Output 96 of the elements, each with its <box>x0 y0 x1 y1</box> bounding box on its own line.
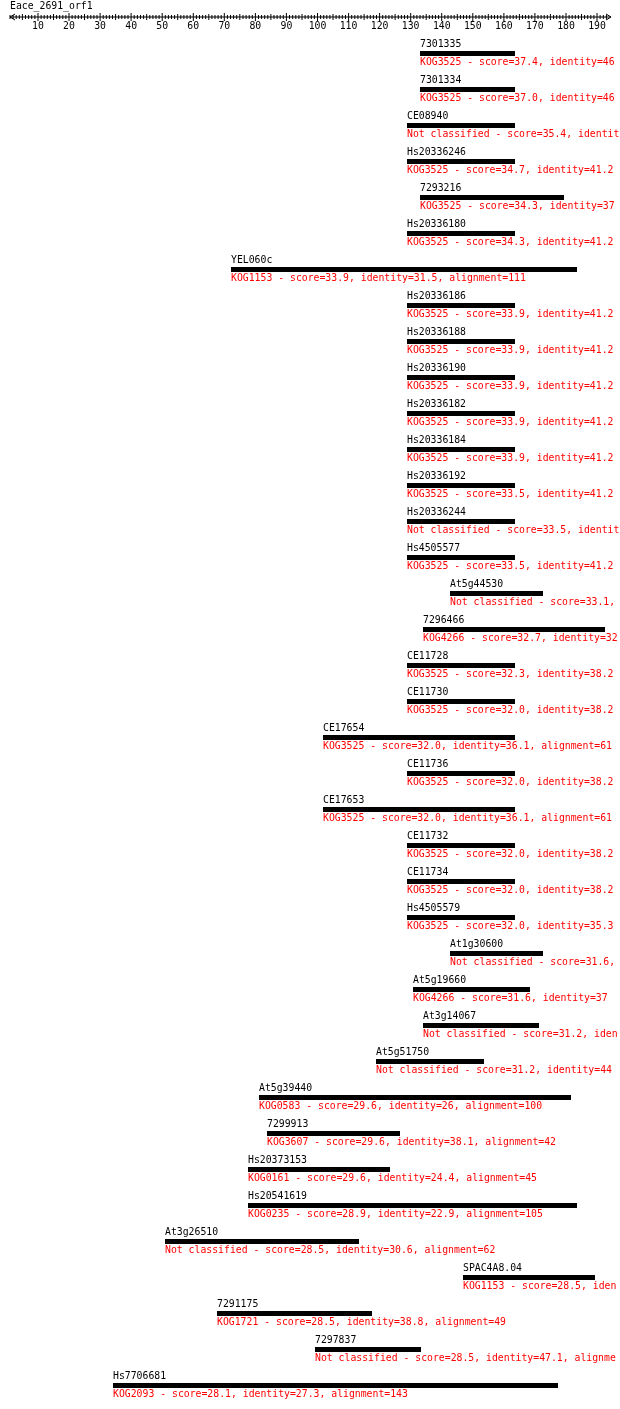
tick-label: 30 <box>94 20 106 32</box>
hit-annotation: KOG2093 - score=28.1, identity=27.3, alignment=143 <box>113 1388 408 1400</box>
hit-name: At3g26510 <box>165 1226 219 1238</box>
tick-label: 140 <box>432 20 451 32</box>
hit-annotation: KOG3525 - score=37.4, identity=46 <box>420 56 615 68</box>
hit-annotation: KOG0583 - score=29.6, identity=26, alignment=100 <box>259 1100 543 1112</box>
hit-name: At1g30600 <box>450 938 504 950</box>
tick-label: 100 <box>308 20 327 32</box>
hit-name: Hs7706681 <box>113 1370 167 1382</box>
hit-annotation: KOG3525 - score=34.3, identity=37 <box>420 200 615 212</box>
hit-name: Hs20336186 <box>407 290 466 302</box>
hit-annotation: Not classified - score=31.2, identity=44 <box>376 1064 612 1076</box>
tick-label: 20 <box>63 20 75 32</box>
hit-annotation: KOG3525 - score=34.3, identity=41.2 <box>407 236 614 248</box>
tick-label: 170 <box>526 20 544 32</box>
hit-annotation: KOG3525 - score=32.0, identity=38.2 <box>407 776 614 788</box>
hit-name: At5g51750 <box>376 1046 430 1058</box>
tick-label: 180 <box>557 20 575 32</box>
hit-name: Hs20336182 <box>407 398 466 410</box>
tick-label: 40 <box>125 20 138 32</box>
hit-annotation: KOG4266 - score=32.7, identity=32 <box>423 632 618 644</box>
tick-label: 150 <box>463 20 482 32</box>
hit-annotation: Not classified - score=31.2, iden <box>423 1028 618 1040</box>
hit-annotation: KOG3525 - score=33.9, identity=41.2 <box>407 344 614 356</box>
hit-annotation: Not classified - score=28.5, identity=30.6, alignment=62 <box>165 1244 496 1256</box>
hit-name: 7301334 <box>420 74 462 86</box>
hit-annotation: Not classified - score=33.1, <box>450 596 616 608</box>
hit-name: At5g19660 <box>413 974 467 986</box>
hit-annotation: KOG3525 - score=33.5, identity=41.2 <box>407 560 614 572</box>
hit-annotation: Not classified - score=28.5, identity=47.1, alignme <box>315 1352 616 1364</box>
hit-annotation: KOG3525 - score=32.0, identity=38.2 <box>407 848 614 860</box>
hit-name: Hs4505579 <box>407 902 461 914</box>
hit-name: Hs20336188 <box>407 326 466 338</box>
hit-name: At5g44530 <box>450 578 504 590</box>
hit-name: CE11736 <box>407 758 449 770</box>
hit-name: 7291175 <box>217 1298 259 1310</box>
hit-annotation: KOG3525 - score=33.9, identity=41.2 <box>407 308 614 320</box>
hit-annotation: KOG1721 - score=28.5, identity=38.8, alignment=49 <box>217 1316 506 1328</box>
hit-annotation: KOG3525 - score=32.0, identity=36.1, alignment=61 <box>323 740 612 752</box>
hit-annotation: Not classified - score=35.4, identit <box>407 128 620 140</box>
hit-name: Hs20373153 <box>248 1154 307 1166</box>
hit-name: CE08940 <box>407 110 449 122</box>
tick-label: 50 <box>156 20 169 32</box>
hit-annotation: KOG3607 - score=29.6, identity=38.1, alignment=42 <box>267 1136 556 1148</box>
tick-label: 60 <box>187 20 200 32</box>
hit-annotation: KOG3525 - score=33.5, identity=41.2 <box>407 488 614 500</box>
hit-name: CE11728 <box>407 650 449 662</box>
hit-name: 7293216 <box>420 182 462 194</box>
hit-annotation: KOG3525 - score=34.7, identity=41.2 <box>407 164 614 176</box>
hit-name: CE17654 <box>323 722 365 734</box>
hit-annotation: Not classified - score=33.5, identit <box>407 524 620 536</box>
hit-name: Hs20336190 <box>407 362 466 374</box>
hit-name: Hs20336244 <box>407 506 466 518</box>
hit-annotation: KOG1153 - score=28.5, iden <box>463 1280 617 1292</box>
hit-name: CE11730 <box>407 686 449 698</box>
hit-name: 7301335 <box>420 38 462 50</box>
hit-name: At3g14067 <box>423 1010 477 1022</box>
sequence-title: Eace_2691_orf1 <box>10 0 93 12</box>
tick-label: 110 <box>339 20 358 32</box>
hit-name: Hs20336192 <box>407 470 466 482</box>
tick-label: 70 <box>218 20 231 32</box>
tick-label: 10 <box>32 20 44 32</box>
hit-annotation: KOG3525 - score=33.9, identity=41.2 <box>407 380 614 392</box>
hit-name: Hs20541619 <box>248 1190 307 1202</box>
hit-annotation: KOG3525 - score=32.3, identity=38.2 <box>407 668 614 680</box>
tick-label: 130 <box>401 20 420 32</box>
hit-name: Hs20336180 <box>407 218 466 230</box>
hit-annotation: KOG3525 - score=33.9, identity=41.2 <box>407 452 614 464</box>
hit-annotation: KOG3525 - score=32.0, identity=38.2 <box>407 884 614 896</box>
tick-label: 80 <box>249 20 262 32</box>
hit-name: Hs20336184 <box>407 434 466 446</box>
hit-name: 7297837 <box>315 1334 357 1346</box>
tick-label: 190 <box>588 20 606 32</box>
hit-name: CE17653 <box>323 794 365 806</box>
hit-name: 7296466 <box>423 614 465 626</box>
hit-annotation: KOG3525 - score=32.0, identity=38.2 <box>407 704 614 716</box>
hit-name: SPAC4A8.04 <box>463 1262 522 1274</box>
hit-annotation: Not classified - score=31.6, <box>450 956 616 968</box>
hit-name: Hs20336246 <box>407 146 466 158</box>
hit-name: Hs4505577 <box>407 542 461 554</box>
hit-annotation: KOG3525 - score=32.0, identity=36.1, alignment=61 <box>323 812 612 824</box>
hit-annotation: KOG0161 - score=29.6, identity=24.4, alignment=45 <box>248 1172 537 1184</box>
hit-annotation: KOG0235 - score=28.9, identity=22.9, alignment=105 <box>248 1208 543 1220</box>
hit-name: At5g39440 <box>259 1082 313 1094</box>
hit-name: YEL060c <box>231 254 273 266</box>
hit-name: 7299913 <box>267 1118 309 1130</box>
hit-annotation: KOG4266 - score=31.6, identity=37 <box>413 992 608 1004</box>
tick-label: 90 <box>280 20 293 32</box>
hit-name: CE11734 <box>407 866 449 878</box>
hit-annotation: KOG3525 - score=33.9, identity=41.2 <box>407 416 614 428</box>
hit-annotation: KOG3525 - score=32.0, identity=35.3 <box>407 920 614 932</box>
tick-label: 160 <box>495 20 513 32</box>
hit-annotation: KOG3525 - score=37.0, identity=46 <box>420 92 615 104</box>
hit-annotation: KOG1153 - score=33.9, identity=31.5, alignment=111 <box>231 272 526 284</box>
hit-name: CE11732 <box>407 830 449 842</box>
tick-label: 120 <box>370 20 389 32</box>
